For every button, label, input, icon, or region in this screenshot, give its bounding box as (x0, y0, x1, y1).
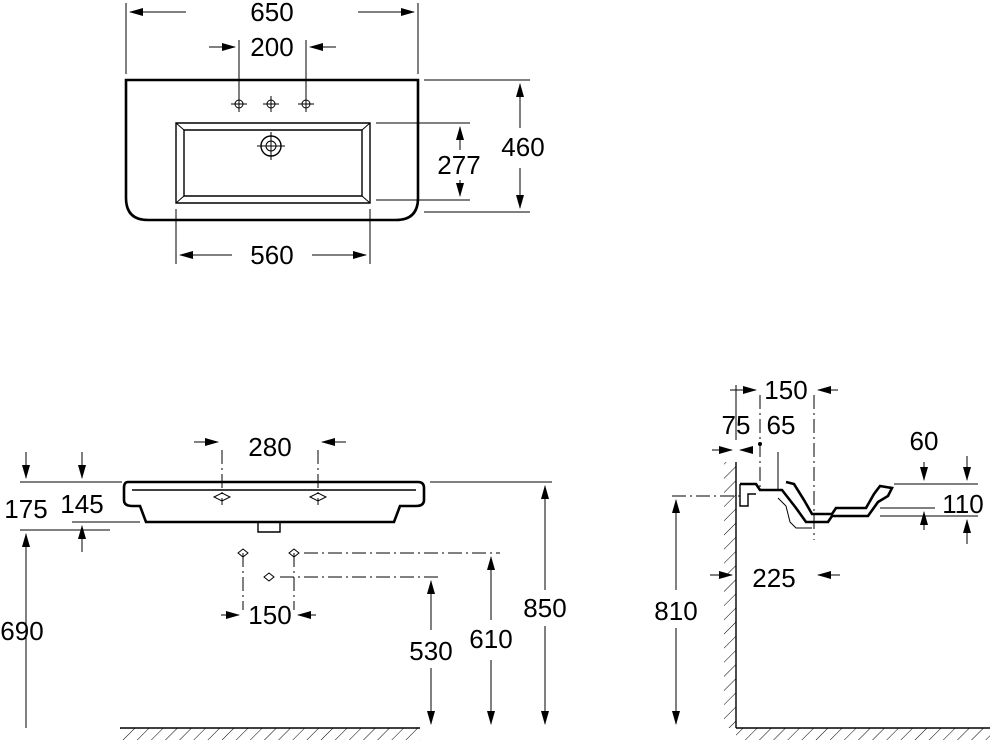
top-view: 650 200 460 277 560 (124, 0, 545, 270)
front-waste-marker-icon (263, 553, 440, 610)
dim-depth-60: 60 (910, 426, 939, 456)
front-waste-marker-icon (237, 548, 249, 610)
dim-height-850: 850 (523, 593, 566, 623)
dim-offset-75: 75 (722, 410, 751, 440)
dim-depth-110: 110 (942, 489, 983, 519)
side-basin-profile (740, 480, 894, 524)
top-tap-hole-icon (298, 96, 314, 112)
front-floor-hatch (120, 728, 420, 740)
side-wall-hatch (724, 462, 736, 728)
side-centre-dot-icon (758, 442, 762, 446)
dim-tap-spacing: 200 (250, 32, 293, 62)
dim-wall-225: 225 (752, 563, 795, 593)
top-tap-hole-icon (263, 96, 279, 112)
dim-bowl-width: 560 (250, 240, 293, 270)
front-view: 280 175 145 690 150 (0, 432, 567, 740)
dim-waste-spacing: 150 (248, 600, 291, 630)
dim-height-810: 810 (654, 596, 697, 626)
front-tap-hole-icon (308, 450, 328, 505)
dim-overall-depth: 460 (501, 132, 544, 162)
dim-height-145: 145 (60, 489, 103, 519)
side-view: 150 75 65 60 110 225 810 (654, 375, 990, 740)
dim-bowl-depth: 277 (437, 150, 480, 180)
side-floor-hatch (736, 728, 990, 740)
top-bowl-outer (175, 122, 371, 204)
dim-height-175: 175 (4, 494, 47, 524)
dim-tap-holes-spacing: 280 (248, 432, 291, 462)
dim-overall-width: 650 (250, 0, 293, 27)
dim-height-610: 610 (469, 624, 512, 654)
front-waste-marker-icon (288, 548, 500, 558)
top-drain-icon (257, 132, 285, 160)
dim-offset-150: 150 (764, 375, 807, 405)
front-waste-outlet (257, 522, 281, 533)
front-basin-outline (122, 480, 426, 524)
dim-offset-65: 65 (767, 410, 796, 440)
top-tap-hole-icon (231, 96, 247, 112)
top-bowl-inner (183, 129, 363, 197)
dim-height-690: 690 (0, 616, 43, 646)
front-tap-hole-icon (212, 450, 232, 505)
dim-height-530: 530 (409, 636, 452, 666)
top-basin-outline (124, 78, 420, 222)
